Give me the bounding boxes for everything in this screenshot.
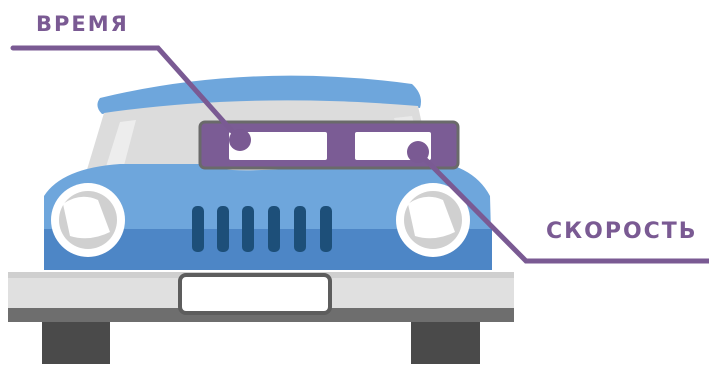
grille-bar — [217, 206, 229, 252]
grille-bar — [294, 206, 306, 252]
grille-bar — [242, 206, 254, 252]
grille-bar — [320, 206, 332, 252]
speed-callout-dot — [407, 141, 429, 163]
time-label: ВРЕМЯ — [36, 12, 129, 36]
grille-bar — [192, 206, 204, 252]
time-callout-dot — [229, 129, 251, 151]
speed-label: СКОРОСТЬ — [546, 219, 698, 244]
grille-bar — [268, 206, 280, 252]
license-plate — [180, 275, 330, 313]
car — [8, 76, 514, 364]
